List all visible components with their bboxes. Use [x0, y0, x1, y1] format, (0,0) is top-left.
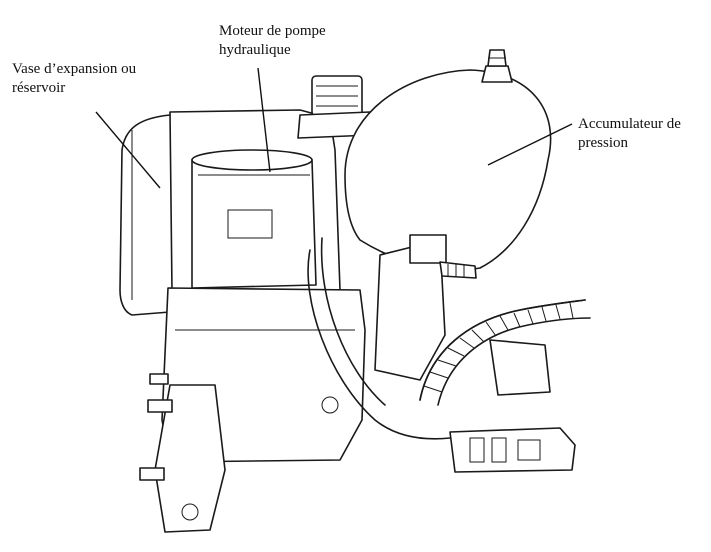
leader-reservoir — [95, 111, 161, 189]
label-accumulator: Accumulateur de pression — [578, 116, 681, 151]
pressure-accumulator — [344, 49, 552, 271]
leader-pump-motor — [257, 67, 271, 173]
electrical-connector — [449, 427, 576, 473]
label-pump-motor: Moteur de pompe hydraulique — [219, 23, 326, 58]
mounting-bracket — [139, 373, 339, 533]
leader-accumulator — [487, 123, 573, 166]
solenoid-valve-body — [374, 234, 551, 396]
wiring-harness — [307, 237, 591, 440]
pump-motor — [191, 149, 317, 289]
label-reservoir: Vase d’expansion ou réservoir — [12, 61, 137, 96]
